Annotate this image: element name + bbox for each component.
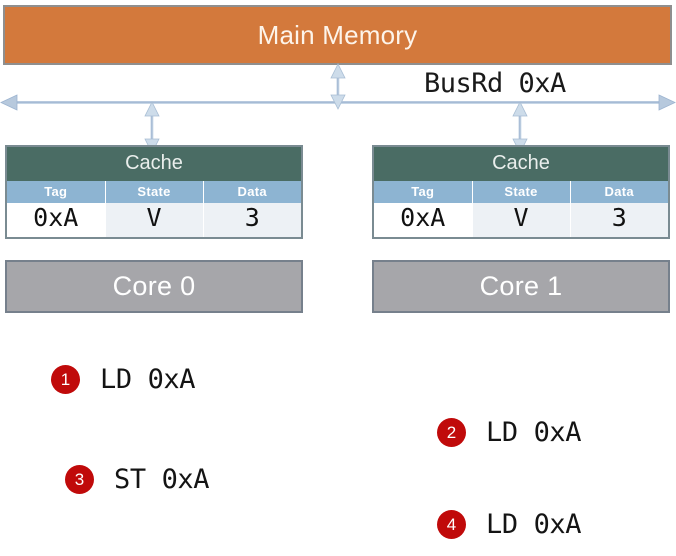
core-label-0: Core 0 — [112, 271, 196, 301]
cache-title-core0: Cache — [7, 147, 301, 181]
instruction-step-3: 3 ST 0xA — [65, 464, 210, 495]
cache-col-tag: Tag — [374, 181, 473, 203]
cache-table-core0: Tag State Data 0xA V 3 — [7, 181, 301, 237]
cache-col-state: State — [471, 181, 571, 203]
cache-tag-value-core1: 0xA — [374, 203, 473, 237]
cache-tag-value-core0: 0xA — [7, 203, 106, 237]
step-text-2: LD 0xA — [486, 417, 582, 448]
cache-state-value-core0: V — [104, 203, 204, 237]
table-row: 0xA V 3 — [374, 203, 668, 237]
cache-col-tag: Tag — [7, 181, 106, 203]
bus-arrows — [0, 63, 676, 154]
cache-block-core0: Cache Tag State Data 0xA V 3 — [5, 145, 303, 239]
cache-state-value-core1: V — [471, 203, 571, 237]
instruction-step-4: 4 LD 0xA — [437, 509, 582, 540]
instruction-step-1: 1 LD 0xA — [51, 364, 196, 395]
cache-title-core1: Cache — [374, 147, 668, 181]
table-row: 0xA V 3 — [7, 203, 301, 237]
step-text-4: LD 0xA — [486, 509, 582, 540]
cache-data-value-core1: 3 — [569, 203, 668, 237]
cache-col-state: State — [104, 181, 204, 203]
cache-table-header-row: Tag State Data — [374, 181, 668, 203]
core-block-1: Core 1 — [372, 260, 670, 313]
main-memory-label: Main Memory — [257, 19, 418, 50]
step-text-3: ST 0xA — [114, 464, 210, 495]
instruction-step-2: 2 LD 0xA — [437, 417, 582, 448]
memory-bus-connector-icon — [330, 63, 346, 110]
step-text-1: LD 0xA — [100, 364, 196, 395]
step-badge-2: 2 — [437, 418, 466, 447]
cache-table-core1: Tag State Data 0xA V 3 — [374, 181, 668, 237]
step-badge-3: 3 — [65, 465, 94, 494]
bus-transaction-label: BusRd 0xA — [424, 68, 566, 99]
core-label-1: Core 1 — [479, 271, 563, 301]
cache-data-value-core0: 3 — [202, 203, 301, 237]
cache-table-header-row: Tag State Data — [7, 181, 301, 203]
step-badge-1: 1 — [51, 365, 80, 394]
cache-block-core1: Cache Tag State Data 0xA V 3 — [372, 145, 670, 239]
cache-col-data: Data — [202, 181, 301, 203]
core-block-0: Core 0 — [5, 260, 303, 313]
main-memory-block: Main Memory — [3, 5, 672, 65]
step-badge-4: 4 — [437, 510, 466, 539]
cache-col-data: Data — [569, 181, 668, 203]
